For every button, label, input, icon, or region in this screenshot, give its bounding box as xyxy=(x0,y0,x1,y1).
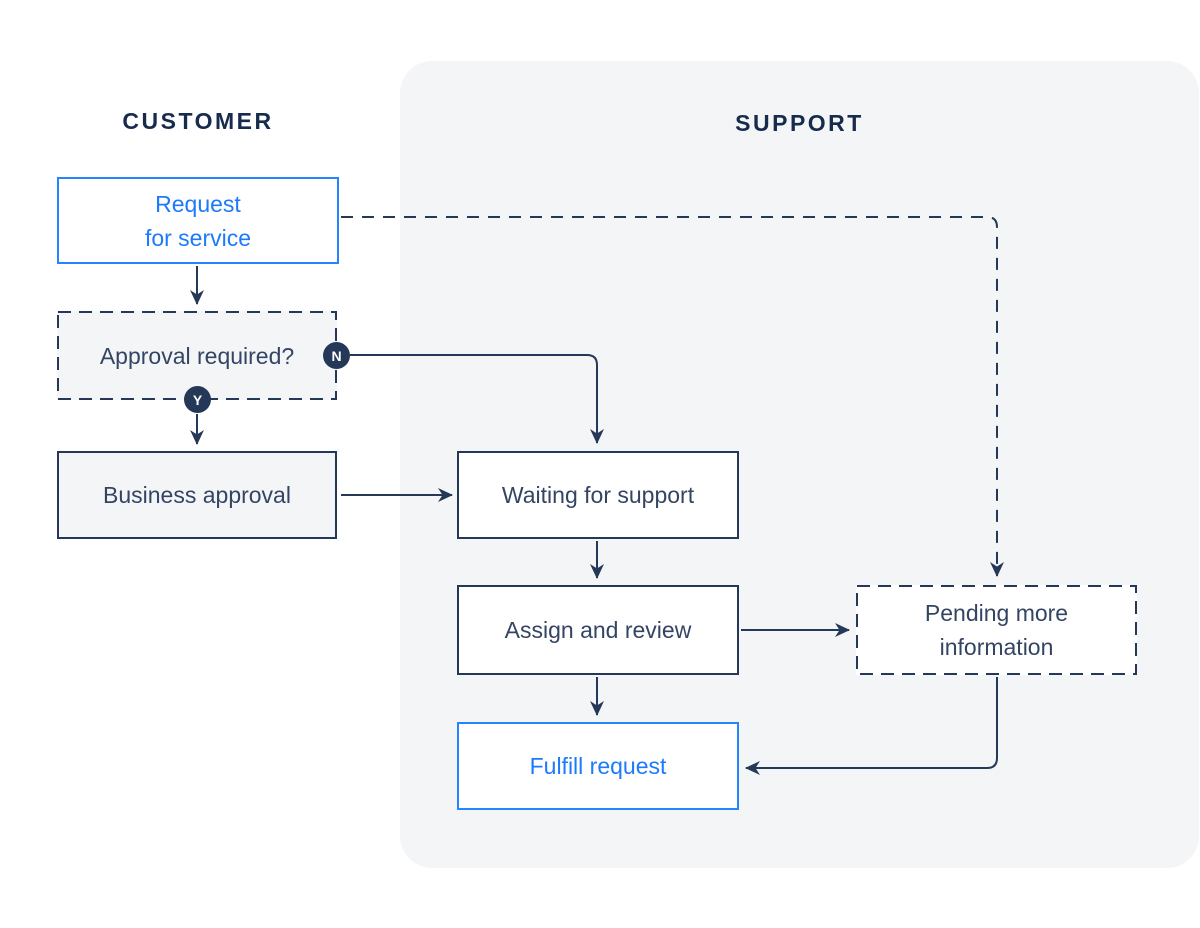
node-waiting-for-support: Waiting for support xyxy=(457,451,739,539)
node-business-approval: Business approval xyxy=(57,451,337,539)
node-business-label: Business approval xyxy=(103,482,291,508)
support-lane-header: SUPPORT xyxy=(735,110,864,136)
node-request-line2: for service xyxy=(144,224,252,251)
node-waiting-label: Waiting for support xyxy=(501,482,695,508)
node-pending-line2: information xyxy=(939,634,1054,660)
node-assign-and-review: Assign and review xyxy=(457,585,739,675)
customer-lane-header: CUSTOMER xyxy=(122,108,274,134)
node-pending-line1: Pending more xyxy=(924,600,1069,626)
decision-no-badge: N xyxy=(323,342,350,369)
node-approval-label: Approval required? xyxy=(99,342,295,369)
node-fulfill-request: Fulfill request xyxy=(457,722,739,810)
node-assign-label: Assign and review xyxy=(504,617,692,643)
node-pending-more-information: Pending more information xyxy=(856,585,1137,675)
node-request-for-service: Request for service xyxy=(57,177,339,264)
node-request-line1: Request xyxy=(155,190,241,217)
node-fulfill-label: Fulfill request xyxy=(529,753,667,779)
decision-yes-badge: Y xyxy=(184,386,211,413)
